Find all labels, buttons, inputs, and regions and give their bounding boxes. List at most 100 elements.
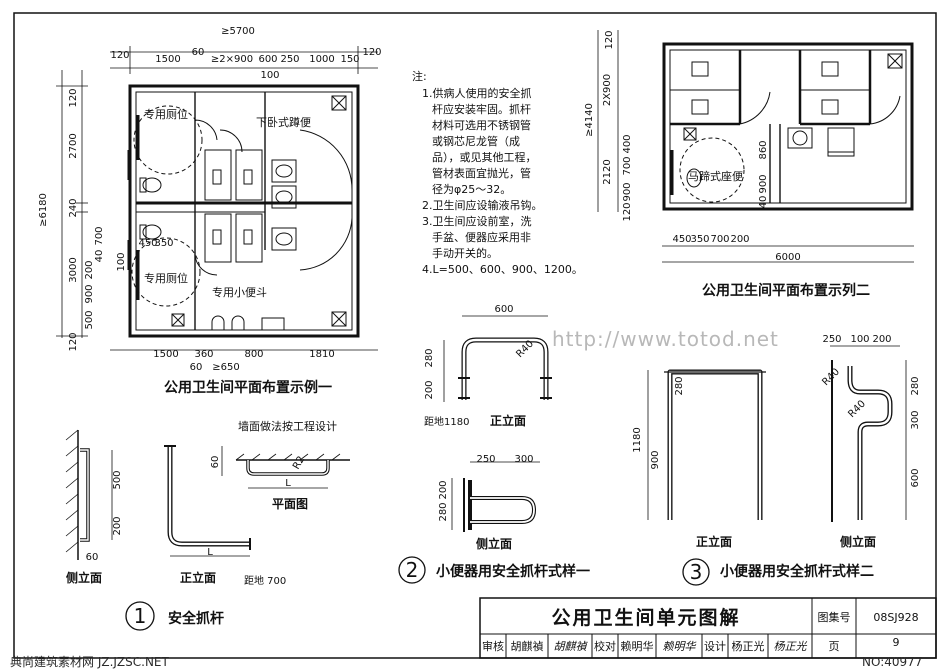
- style-two-labels: 600 R40 280 200 距地1180 正立面 250 300 200 2…: [398, 304, 590, 584]
- plan2-dim: 700: [622, 156, 633, 175]
- plan1-dim: 60: [192, 47, 205, 58]
- note-line: 3.卫生间应设前室，洗: [422, 214, 532, 228]
- plan2-dim: 700: [710, 234, 729, 245]
- style1-dim: 200: [112, 516, 123, 535]
- style2-dim: 200: [438, 480, 449, 499]
- style2-side-label: 侧立面: [476, 536, 512, 551]
- plan1-dim: 120: [68, 88, 79, 107]
- plan2-total-height: ≥4140: [584, 103, 595, 137]
- plan-one: [127, 84, 360, 338]
- style2-dim: 200: [424, 380, 435, 399]
- style3-dim: 300: [910, 410, 921, 429]
- style3-caption: 小便器用安全抓杆式样二: [720, 563, 874, 580]
- style3-dim: 200: [872, 334, 891, 345]
- style2-dim: 250: [476, 454, 495, 465]
- note-line: 品），或见其他工程，: [432, 151, 537, 164]
- label-private-stall-2: 专用厕位: [144, 271, 188, 285]
- plan2-dim: 900: [622, 182, 633, 201]
- note-line: 1.供病人使用的安全抓: [422, 86, 532, 100]
- notes-heading: 注:: [412, 69, 427, 83]
- note-line: 或钢芯尼龙管（成: [432, 134, 520, 148]
- plan-two-dimension-lines: [597, 30, 914, 263]
- style1-number: 1: [134, 604, 147, 628]
- style1-plan-label: 平面图: [272, 497, 308, 511]
- plan1-dim: 450: [138, 238, 157, 249]
- label-private-stall-1: 专用厕位: [144, 107, 188, 121]
- footer-number-watermark: NO:40977: [862, 655, 922, 669]
- plan1-dim: 800: [244, 349, 263, 360]
- check-signature: 赖明华: [663, 640, 698, 653]
- plan2-dim: 40: [758, 196, 769, 209]
- design-signature: 杨正光: [774, 640, 808, 653]
- check-label: 校对: [594, 639, 616, 653]
- plan1-dim: 360: [194, 349, 213, 360]
- plan-two-labels: 120 2X900 ≥4140 2120 700 400 900 120 450…: [584, 30, 870, 299]
- style2-front-label: 正立面: [490, 413, 526, 428]
- plan1-dim: 600: [258, 54, 277, 65]
- note-line: 手动开关的。: [432, 246, 498, 260]
- style2-number: 2: [406, 558, 419, 582]
- plan1-dim: 3000: [68, 257, 79, 282]
- plan2-dim: 450: [672, 234, 691, 245]
- plan1-dim: 100: [260, 70, 279, 81]
- plan1-dim: 120: [362, 47, 381, 58]
- note-line: 材料可选用不锈钢管: [432, 118, 531, 132]
- style3-number-circle: [682, 558, 710, 586]
- plan1-dim: 2700: [68, 133, 79, 158]
- style3-front-label: 正立面: [696, 534, 732, 549]
- style3-number: 3: [690, 560, 703, 584]
- design-label: 设计: [704, 640, 726, 653]
- note-line: 手盆、便器应采用非: [432, 230, 531, 244]
- note-line: 杆应安装牢固。抓杆: [432, 102, 531, 116]
- plan1-dim: 900: [84, 284, 95, 303]
- style3-dim: 280: [910, 376, 921, 395]
- style1-dim: R2: [291, 454, 307, 471]
- plan1-dim: 200: [84, 260, 95, 279]
- note-line: 管材表面宜抛光，管: [432, 166, 531, 180]
- style2-floor-height: 距地1180: [424, 415, 469, 428]
- style1-number-circle: [125, 601, 155, 631]
- style3-dim: 600: [910, 468, 921, 487]
- label-horseshoe-seat: 马蹄式座便: [688, 169, 743, 183]
- plan1-dim: 250: [280, 54, 299, 65]
- plan1-dim: 1810: [309, 349, 334, 360]
- style-three-drawing: [647, 345, 907, 522]
- note-line: 4.L=500、600、900、1200。: [422, 263, 583, 276]
- style3-dim: 100: [850, 334, 869, 345]
- plan1-dim: 350: [154, 238, 173, 249]
- style3-dim: 250: [822, 334, 841, 345]
- plan1-total-height: ≥6180: [38, 193, 49, 227]
- sheet-border: [13, 12, 937, 659]
- page-label: 页: [829, 640, 840, 653]
- style-two-drawing: [443, 315, 552, 532]
- style3-dim: 900: [650, 450, 661, 469]
- plan1-dim: 60: [190, 362, 203, 373]
- plan2-dim: 200: [730, 234, 749, 245]
- plan1-dim: 1500: [153, 349, 178, 360]
- plan1-title: 公用卫生间平面布置示例一: [164, 379, 332, 396]
- plan2-dim: 120: [622, 202, 633, 221]
- plan1-dim: 120: [110, 50, 129, 61]
- note-line: 径为φ25～32。: [432, 183, 511, 196]
- plan-one-dimension-lines: [56, 46, 378, 351]
- plan1-dim: 40: [94, 250, 105, 263]
- title-block: [479, 597, 937, 659]
- style3-side-label: 侧立面: [840, 534, 876, 549]
- plan-one-labels: ≥5700 120 1500 60 ≥2×900 600 250 1000 15…: [38, 26, 382, 396]
- style-one-labels: 500 200 60 侧立面 L 正立面 距地 700 墙面做法按工程设计 60…: [66, 419, 337, 631]
- plan2-dim: 400: [622, 134, 633, 153]
- plan2-dim: 120: [604, 30, 615, 49]
- label-urinal: 专用小便斗: [212, 285, 267, 299]
- style1-floor-height: 距地 700: [244, 574, 286, 587]
- style2-dim: 600: [494, 304, 513, 315]
- plan2-dim: 350: [690, 234, 709, 245]
- style-one-drawing: [65, 429, 350, 560]
- plan2-dim: 2120: [602, 159, 613, 184]
- style2-caption: 小便器用安全抓杆式样一: [436, 563, 590, 580]
- style1-wall-note: 墙面做法按工程设计: [238, 419, 337, 433]
- plan1-dim: 120: [68, 332, 79, 351]
- review-signature: 胡麒禎: [554, 640, 589, 653]
- plan1-dim: 1500: [155, 54, 180, 65]
- label-squat-toilet: 下卧式蹲便: [256, 115, 311, 129]
